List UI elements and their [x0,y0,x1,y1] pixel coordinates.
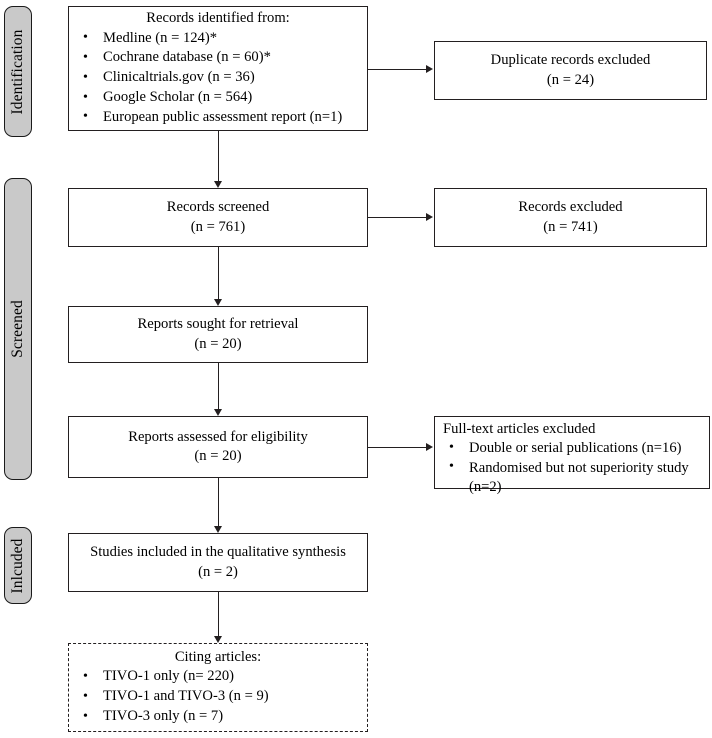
box-citing-articles: Citing articles: TIVO-1 only (n= 220) TI… [68,643,368,732]
box-reports-assessed: Reports assessed for eligibility (n = 20… [68,416,368,478]
arrowhead-right-fulltext-excluded [426,443,433,451]
stage-tab-identification: Identification [4,6,32,137]
box-fulltext-articles-excluded-title: Full-text articles excluded [443,421,596,437]
box-records-identified: Records identified from: Medline (n = 12… [68,6,368,131]
arrowhead-down-included [213,526,222,533]
box-records-screened-count: (n = 761) [190,218,246,235]
arrowhead-down-sought [213,299,222,306]
connector-included-to-citing [218,592,219,636]
list-item: Cochrane database (n = 60)* [79,48,363,68]
box-records-excluded-count: (n = 741) [543,218,598,235]
box-duplicate-records-excluded-count: (n = 24) [546,71,595,88]
list-item: TIVO-1 and TIVO-3 (n = 9) [79,687,363,707]
box-records-identified-list: Medline (n = 124)* Cochrane database (n … [69,28,367,128]
arrowhead-down-assessed [213,409,222,416]
connector-sought-to-assessed [218,363,219,409]
box-fulltext-articles-excluded-list: Double or serial publications (n=16) Ran… [435,439,709,497]
box-reports-assessed-title: Reports assessed for eligibility [128,428,308,445]
box-records-excluded-title: Records excluded [518,199,623,216]
list-item: Clinicaltrials.gov (n = 36) [79,68,363,88]
box-records-screened-title: Records screened [166,199,270,216]
stage-tab-included-label: Inlcuded [9,537,26,594]
box-records-excluded: Records excluded (n = 741) [434,188,707,247]
list-item: European public assessment report (n=1) [79,107,363,128]
box-duplicate-records-excluded-title: Duplicate records excluded [490,52,651,69]
stage-tab-screened-label: Screened [9,300,26,358]
box-reports-sought: Reports sought for retrieval (n = 20) [68,306,368,363]
box-records-identified-title: Records identified from: [146,10,290,27]
box-fulltext-articles-excluded: Full-text articles excluded Double or se… [434,416,710,495]
box-studies-included: Studies included in the qualitative synt… [68,533,368,592]
connector-identified-to-screened [218,131,219,181]
list-item: Randomised but not superiority study (n=… [445,458,705,498]
connector-assessed-to-fulltext-excluded [368,447,426,448]
box-studies-included-title: Studies included in the qualitative synt… [90,544,346,561]
stage-tab-screened: Screened [4,178,32,480]
stage-tab-identification-label: Identification [9,29,26,114]
box-studies-included-count: (n = 2) [198,563,238,580]
connector-screened-to-sought [218,247,219,299]
arrowhead-right-records-excluded [426,213,433,221]
box-reports-sought-count: (n = 20) [194,335,242,352]
box-citing-articles-title: Citing articles: [174,649,262,666]
list-item: TIVO-3 only (n = 7) [79,707,363,727]
box-records-screened: Records screened (n = 761) [68,188,368,247]
box-reports-sought-title: Reports sought for retrieval [137,316,299,333]
box-duplicate-records-excluded: Duplicate records excluded (n = 24) [434,41,707,100]
connector-screened-to-excluded [368,217,426,218]
stage-tab-included: Inlcuded [4,527,32,604]
list-item: Double or serial publications (n=16) [445,439,705,458]
box-reports-assessed-count: (n = 20) [194,448,242,464]
arrowhead-right-duplicates [426,65,433,73]
list-item: Google Scholar (n = 564) [79,88,363,108]
connector-assessed-to-included [218,478,219,526]
connector-identified-to-duplicates [368,69,426,70]
arrowhead-down-screened [213,181,222,188]
list-item: Medline (n = 124)* [79,28,363,49]
arrowhead-down-citing [213,636,222,643]
list-item: TIVO-1 only (n= 220) [79,667,363,687]
box-citing-articles-list: TIVO-1 only (n= 220) TIVO-1 and TIVO-3 (… [69,667,367,727]
